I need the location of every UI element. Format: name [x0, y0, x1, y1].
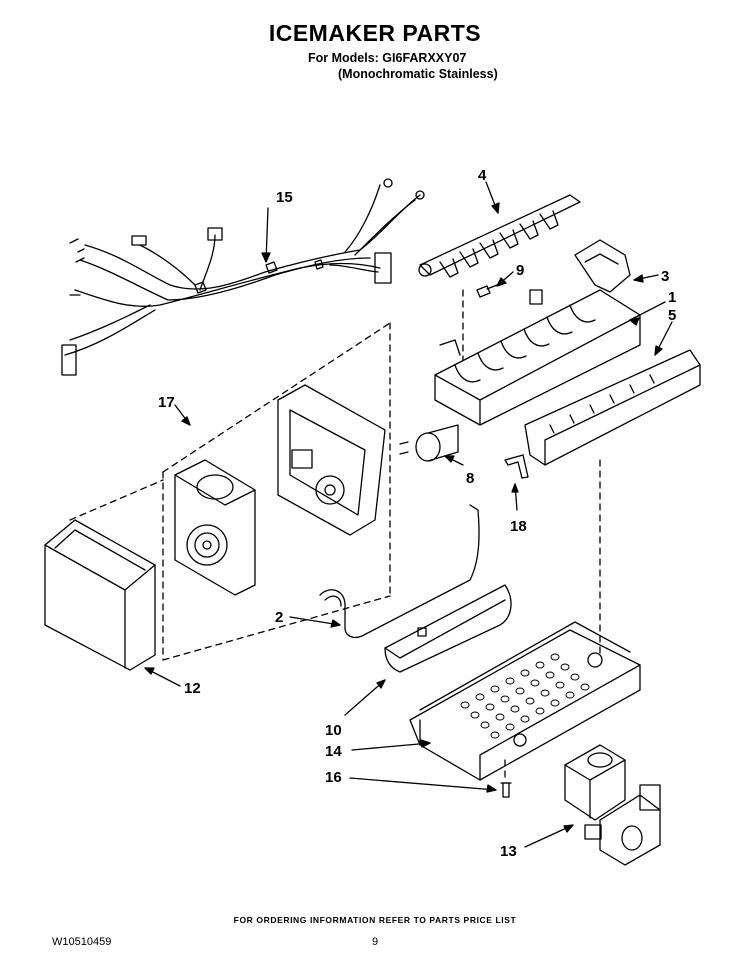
icemaker-mold	[434, 289, 641, 426]
callout-2: 2	[275, 609, 283, 626]
callout-17: 17	[158, 394, 175, 411]
callout-14: 14	[325, 743, 342, 760]
stripper	[524, 349, 701, 466]
cover	[44, 519, 156, 671]
heater-connector	[399, 424, 459, 462]
water-valve	[564, 744, 661, 866]
callout-16: 16	[325, 769, 342, 786]
callout-3: 3	[661, 268, 669, 285]
callout-15: 15	[276, 189, 293, 206]
shutoff-arm	[384, 584, 512, 673]
ejector	[418, 194, 581, 278]
callout-5: 5	[668, 307, 676, 324]
callout-10: 10	[325, 722, 342, 739]
callout-4: 4	[478, 167, 487, 184]
callout-18: 18	[510, 518, 527, 535]
models-line: For Models: GI6FARXXY07	[308, 51, 467, 65]
callout-9: 9	[516, 262, 524, 279]
variant-line: (Monochromatic Stainless)	[338, 67, 498, 81]
model-info: For Models: GI6FARXXY07 (Monochromatic S…	[308, 50, 498, 82]
callout-1: 1	[668, 289, 676, 306]
document-number: W10510459	[52, 936, 112, 948]
page-title: ICEMAKER PARTS	[268, 20, 482, 46]
ordering-note: FOR ORDERING INFORMATION REFER TO PARTS …	[233, 915, 517, 925]
control-module	[174, 384, 386, 596]
page-number: 9	[372, 936, 379, 948]
screw-16	[500, 782, 512, 798]
feeler-arm	[319, 504, 480, 639]
callout-13: 13	[500, 843, 517, 860]
wire-harness	[61, 178, 425, 376]
bracket	[574, 239, 631, 293]
callout-12: 12	[184, 680, 201, 697]
clip	[504, 454, 529, 479]
bin-assembly	[409, 621, 641, 781]
callout-8: 8	[466, 470, 474, 487]
assembly-lines	[69, 289, 601, 781]
